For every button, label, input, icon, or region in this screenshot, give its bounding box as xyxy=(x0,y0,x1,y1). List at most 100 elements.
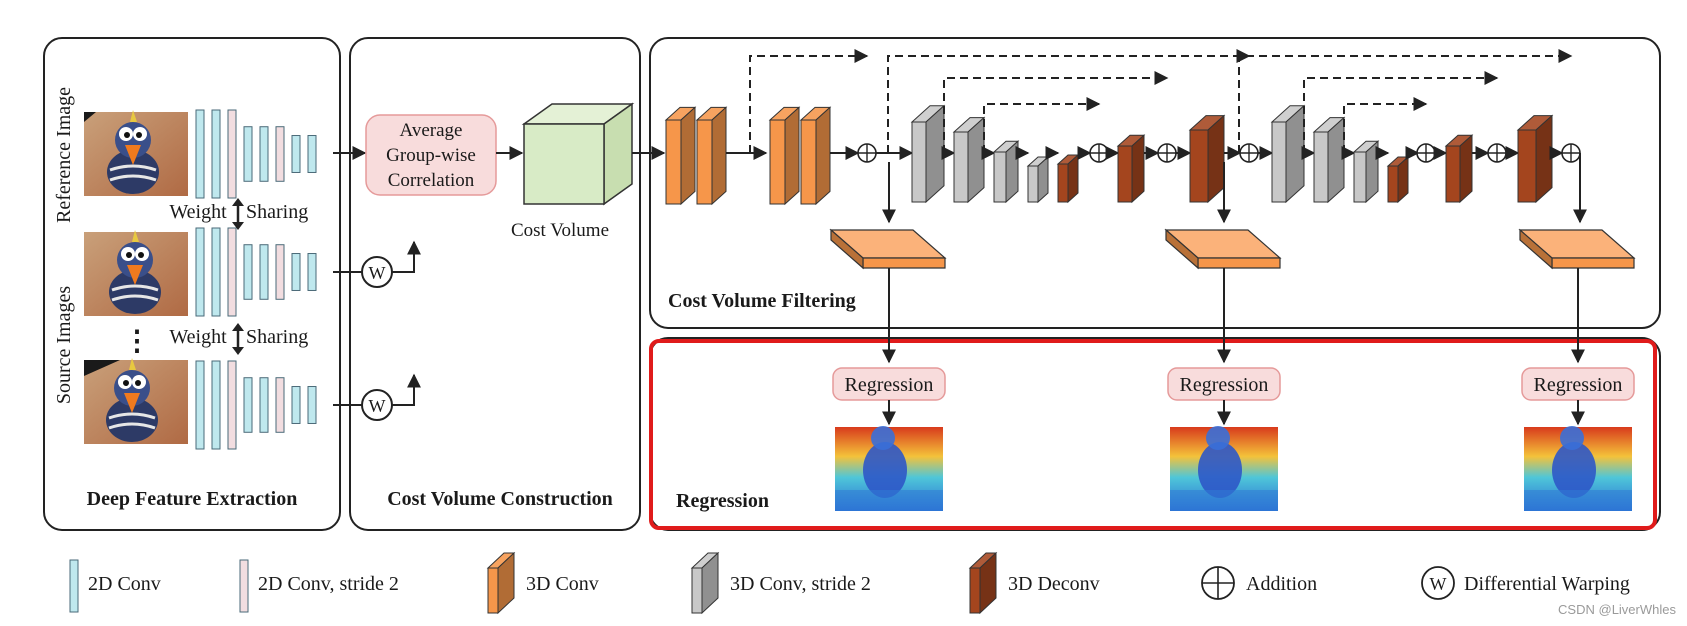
sharing-label: Sharing xyxy=(246,201,308,223)
2d-conv-layer xyxy=(195,109,205,199)
source-ellipsis: ⋮ xyxy=(123,326,151,357)
depth-map-output xyxy=(1170,426,1278,511)
legend-item-differential-warping: W Differential Warping xyxy=(1421,566,1630,600)
legend-label: Addition xyxy=(1246,573,1317,595)
2d-conv-layer xyxy=(259,126,269,182)
legend-item-3d-deconv: 3D Deconv xyxy=(968,551,1100,615)
2d-conv-layer xyxy=(307,253,317,291)
regression-label: Regression xyxy=(1534,374,1623,396)
2d-conv-layer xyxy=(291,253,301,291)
2d-conv-icon xyxy=(69,559,79,613)
correlation-line-3: Correlation xyxy=(388,170,475,191)
legend-label: 2D Conv, stride 2 xyxy=(258,573,399,595)
group-wise-correlation-block: Average Group-wise Correlation xyxy=(365,114,497,196)
2d-conv-stride2-layer xyxy=(275,377,285,433)
2d-conv-stride2-layer xyxy=(227,227,237,317)
2d-conv-layer xyxy=(243,126,253,182)
3d-deconv-layer xyxy=(1056,153,1080,204)
legend-item-3d-conv-stride2: 3D Conv, stride 2 xyxy=(690,551,871,615)
panel-cost-volume-construction: Cost Volume Construction xyxy=(349,37,641,531)
3d-conv-layer xyxy=(664,106,697,206)
output-heads: Regression Regression Regression xyxy=(829,153,1636,511)
feature-extractor-source-n xyxy=(195,360,317,450)
legend-item-2d-conv: 2D Conv xyxy=(69,559,161,613)
depth-map-output xyxy=(1524,426,1632,511)
source-images-label: Source Images xyxy=(53,286,75,405)
filtering-network xyxy=(664,49,1581,206)
2d-conv-layer xyxy=(291,135,301,173)
regression-highlight xyxy=(649,339,1657,530)
2d-conv-layer xyxy=(211,109,221,199)
cost-volume-cube: Cost Volume xyxy=(511,102,635,241)
warp-symbol: W xyxy=(369,396,386,416)
weight-label: Weight xyxy=(169,326,227,348)
source-image-1 xyxy=(84,230,188,316)
depth-map-output xyxy=(835,426,943,511)
3d-deconv-layer xyxy=(1386,155,1410,204)
legend-label: 2D Conv xyxy=(88,573,161,595)
3d-conv-layer xyxy=(695,106,728,206)
panel-deep-feature-extraction: Deep Feature Extraction xyxy=(43,37,341,531)
2d-conv-stride2-icon xyxy=(239,559,249,613)
output-head-3: Regression xyxy=(1518,153,1636,511)
3d-deconv-layer xyxy=(1188,114,1226,204)
warp-symbol: W xyxy=(369,263,386,283)
2d-conv-layer xyxy=(259,244,269,300)
watermark: CSDN @LiverWhles xyxy=(1558,602,1676,617)
2d-conv-layer xyxy=(307,135,317,173)
2d-conv-layer xyxy=(195,360,205,450)
addition-node xyxy=(1157,143,1177,163)
reference-image xyxy=(84,110,188,196)
regression-label: Regression xyxy=(845,374,934,396)
3d-conv-stride2-layer xyxy=(1352,140,1380,204)
legend-item-3d-conv: 3D Conv xyxy=(486,551,599,615)
reference-image-label: Reference Image xyxy=(53,87,75,223)
addition-node xyxy=(1487,143,1507,163)
panel-title-feature-extraction: Deep Feature Extraction xyxy=(87,488,298,510)
3d-deconv-layer xyxy=(1516,114,1554,204)
legend-label: Differential Warping xyxy=(1464,573,1630,595)
3d-conv-stride2-layer xyxy=(952,116,986,204)
source-image-n xyxy=(84,358,188,444)
differential-warping-icon: W xyxy=(1421,566,1455,600)
2d-conv-layer xyxy=(307,386,317,424)
sharing-label: Sharing xyxy=(246,326,308,348)
3d-deconv-icon xyxy=(968,551,998,615)
feature-extractor-source-1 xyxy=(195,227,317,317)
2d-conv-stride2-layer xyxy=(275,244,285,300)
3d-conv-stride2-layer xyxy=(992,140,1020,204)
3d-conv-layer xyxy=(799,106,832,206)
2d-conv-layer xyxy=(291,386,301,424)
weight-label: Weight xyxy=(169,201,227,223)
warp-symbol: W xyxy=(1430,574,1447,594)
3d-deconv-layer xyxy=(1116,134,1146,204)
correlation-line-1: Average xyxy=(400,120,463,141)
output-head-2: Regression xyxy=(1164,162,1282,511)
2d-conv-stride2-layer xyxy=(227,109,237,199)
weight-sharing-1: Weight Sharing xyxy=(169,198,308,230)
legend-item-addition: Addition xyxy=(1201,566,1317,600)
3d-conv-stride2-layer xyxy=(1312,116,1346,204)
3d-conv-stride2-icon xyxy=(690,551,720,615)
2d-conv-stride2-layer xyxy=(275,126,285,182)
2d-conv-layer xyxy=(259,377,269,433)
2d-conv-layer xyxy=(243,377,253,433)
3d-conv-stride2-layer xyxy=(1270,104,1306,204)
output-head-1: Regression xyxy=(829,162,947,511)
addition-node xyxy=(1089,143,1109,163)
2d-conv-layer xyxy=(195,227,205,317)
2d-conv-layer xyxy=(211,360,221,450)
3d-deconv-layer xyxy=(1444,134,1474,204)
addition-node xyxy=(1416,143,1436,163)
panel-title-cost-volume-filtering: Cost Volume Filtering xyxy=(668,290,856,312)
panel-title-cost-volume-construction: Cost Volume Construction xyxy=(387,488,613,510)
panel-cost-volume-filtering: Cost Volume Filtering xyxy=(649,37,1661,329)
legend-label: 3D Conv xyxy=(526,573,599,595)
3d-conv-layer xyxy=(768,106,801,206)
legend-label: 3D Deconv xyxy=(1008,573,1100,595)
correlation-line-2: Group-wise xyxy=(386,145,476,166)
regression-block: Regression xyxy=(1167,367,1281,401)
addition-node xyxy=(1561,143,1581,163)
2d-conv-layer xyxy=(243,244,253,300)
2d-conv-stride2-layer xyxy=(227,360,237,450)
